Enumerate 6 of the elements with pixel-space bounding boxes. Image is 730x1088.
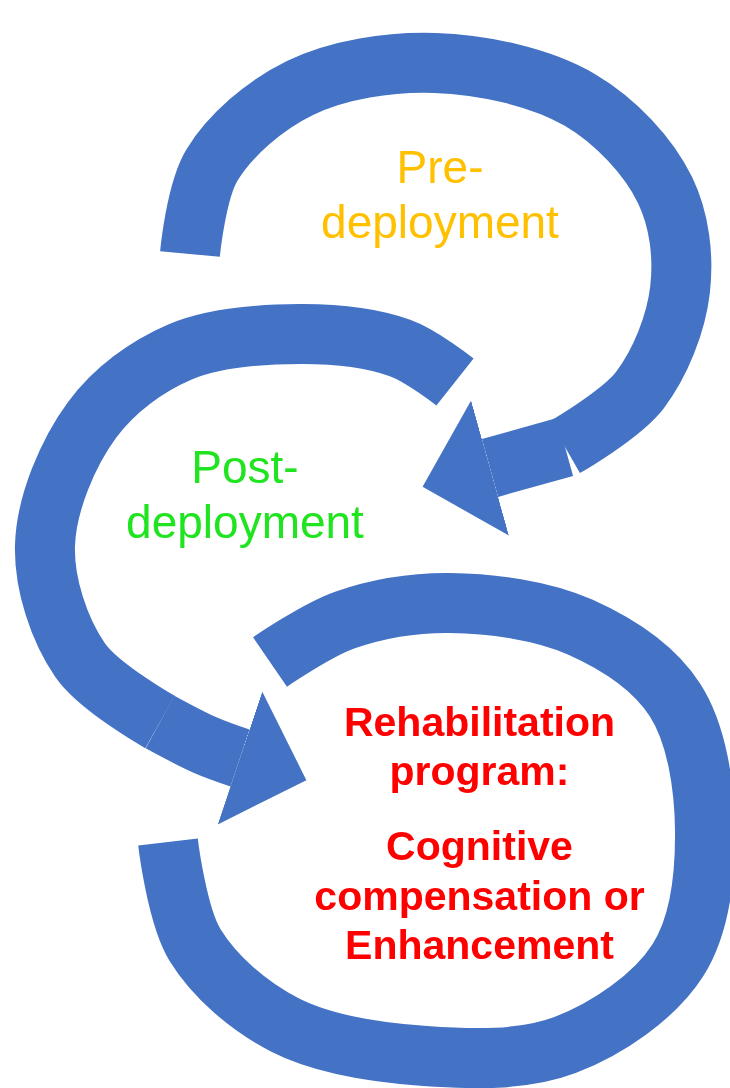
stage-label: Post- deployment <box>125 440 365 551</box>
curved-arrow <box>422 400 574 536</box>
curved-arrow <box>145 691 307 825</box>
stage-label: Pre- deployment <box>320 140 560 251</box>
stage-label: Cognitive compensation or Enhancement <box>313 822 646 970</box>
stage-label: Rehabilitation program: <box>342 698 617 797</box>
